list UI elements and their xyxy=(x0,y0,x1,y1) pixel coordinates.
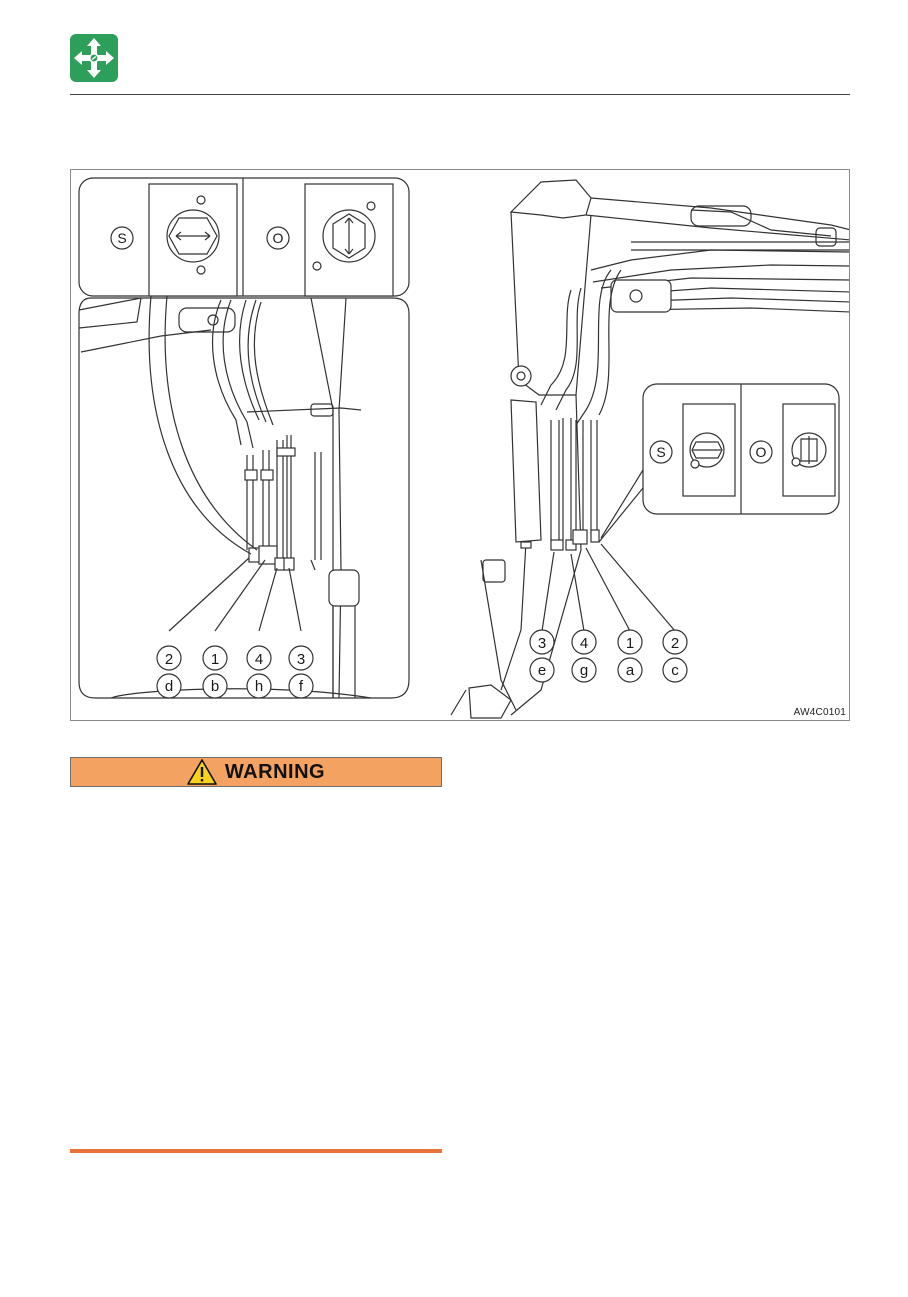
section-end-rule xyxy=(70,1149,442,1153)
callout-letter: e xyxy=(538,662,546,679)
right-state-labels: S O xyxy=(649,440,773,464)
callout-number: 1 xyxy=(211,651,219,668)
right-callouts xyxy=(529,629,688,683)
callout-number: 4 xyxy=(255,651,263,668)
right-state-s: S xyxy=(656,444,665,460)
header-divider xyxy=(70,94,850,95)
callout-number: 3 xyxy=(297,651,305,668)
callout-number: 1 xyxy=(626,635,634,652)
warning-banner: WARNING xyxy=(70,757,442,787)
left-callouts xyxy=(156,645,314,699)
left-state-labels: S O xyxy=(110,226,290,250)
callout-letter: c xyxy=(671,662,679,679)
callout-letter: b xyxy=(211,678,219,695)
callout-number: 4 xyxy=(580,635,588,652)
callout-letter: a xyxy=(626,662,635,679)
figure-code: AW4C0101 xyxy=(793,707,846,718)
right-state-o: O xyxy=(756,444,767,460)
left-state-o: O xyxy=(273,230,284,246)
move-arrows-icon xyxy=(70,34,118,82)
callout-letter: d xyxy=(165,678,173,695)
callout-letter: f xyxy=(299,678,304,695)
figure-drawing: S O S O 2 d 1 b 4 h 3 f xyxy=(78,177,849,719)
callout-number: 2 xyxy=(165,651,173,668)
left-state-s: S xyxy=(117,230,126,246)
callout-letter: g xyxy=(580,662,588,679)
callout-number: 2 xyxy=(671,635,679,652)
warning-label: WARNING xyxy=(224,760,326,783)
warning-triangle-icon xyxy=(187,759,217,785)
callout-number: 3 xyxy=(538,635,546,652)
hydraulic-line-valve-figure: S O S O 2 d 1 b 4 h 3 f xyxy=(70,169,850,721)
callout-letter: h xyxy=(255,678,263,695)
